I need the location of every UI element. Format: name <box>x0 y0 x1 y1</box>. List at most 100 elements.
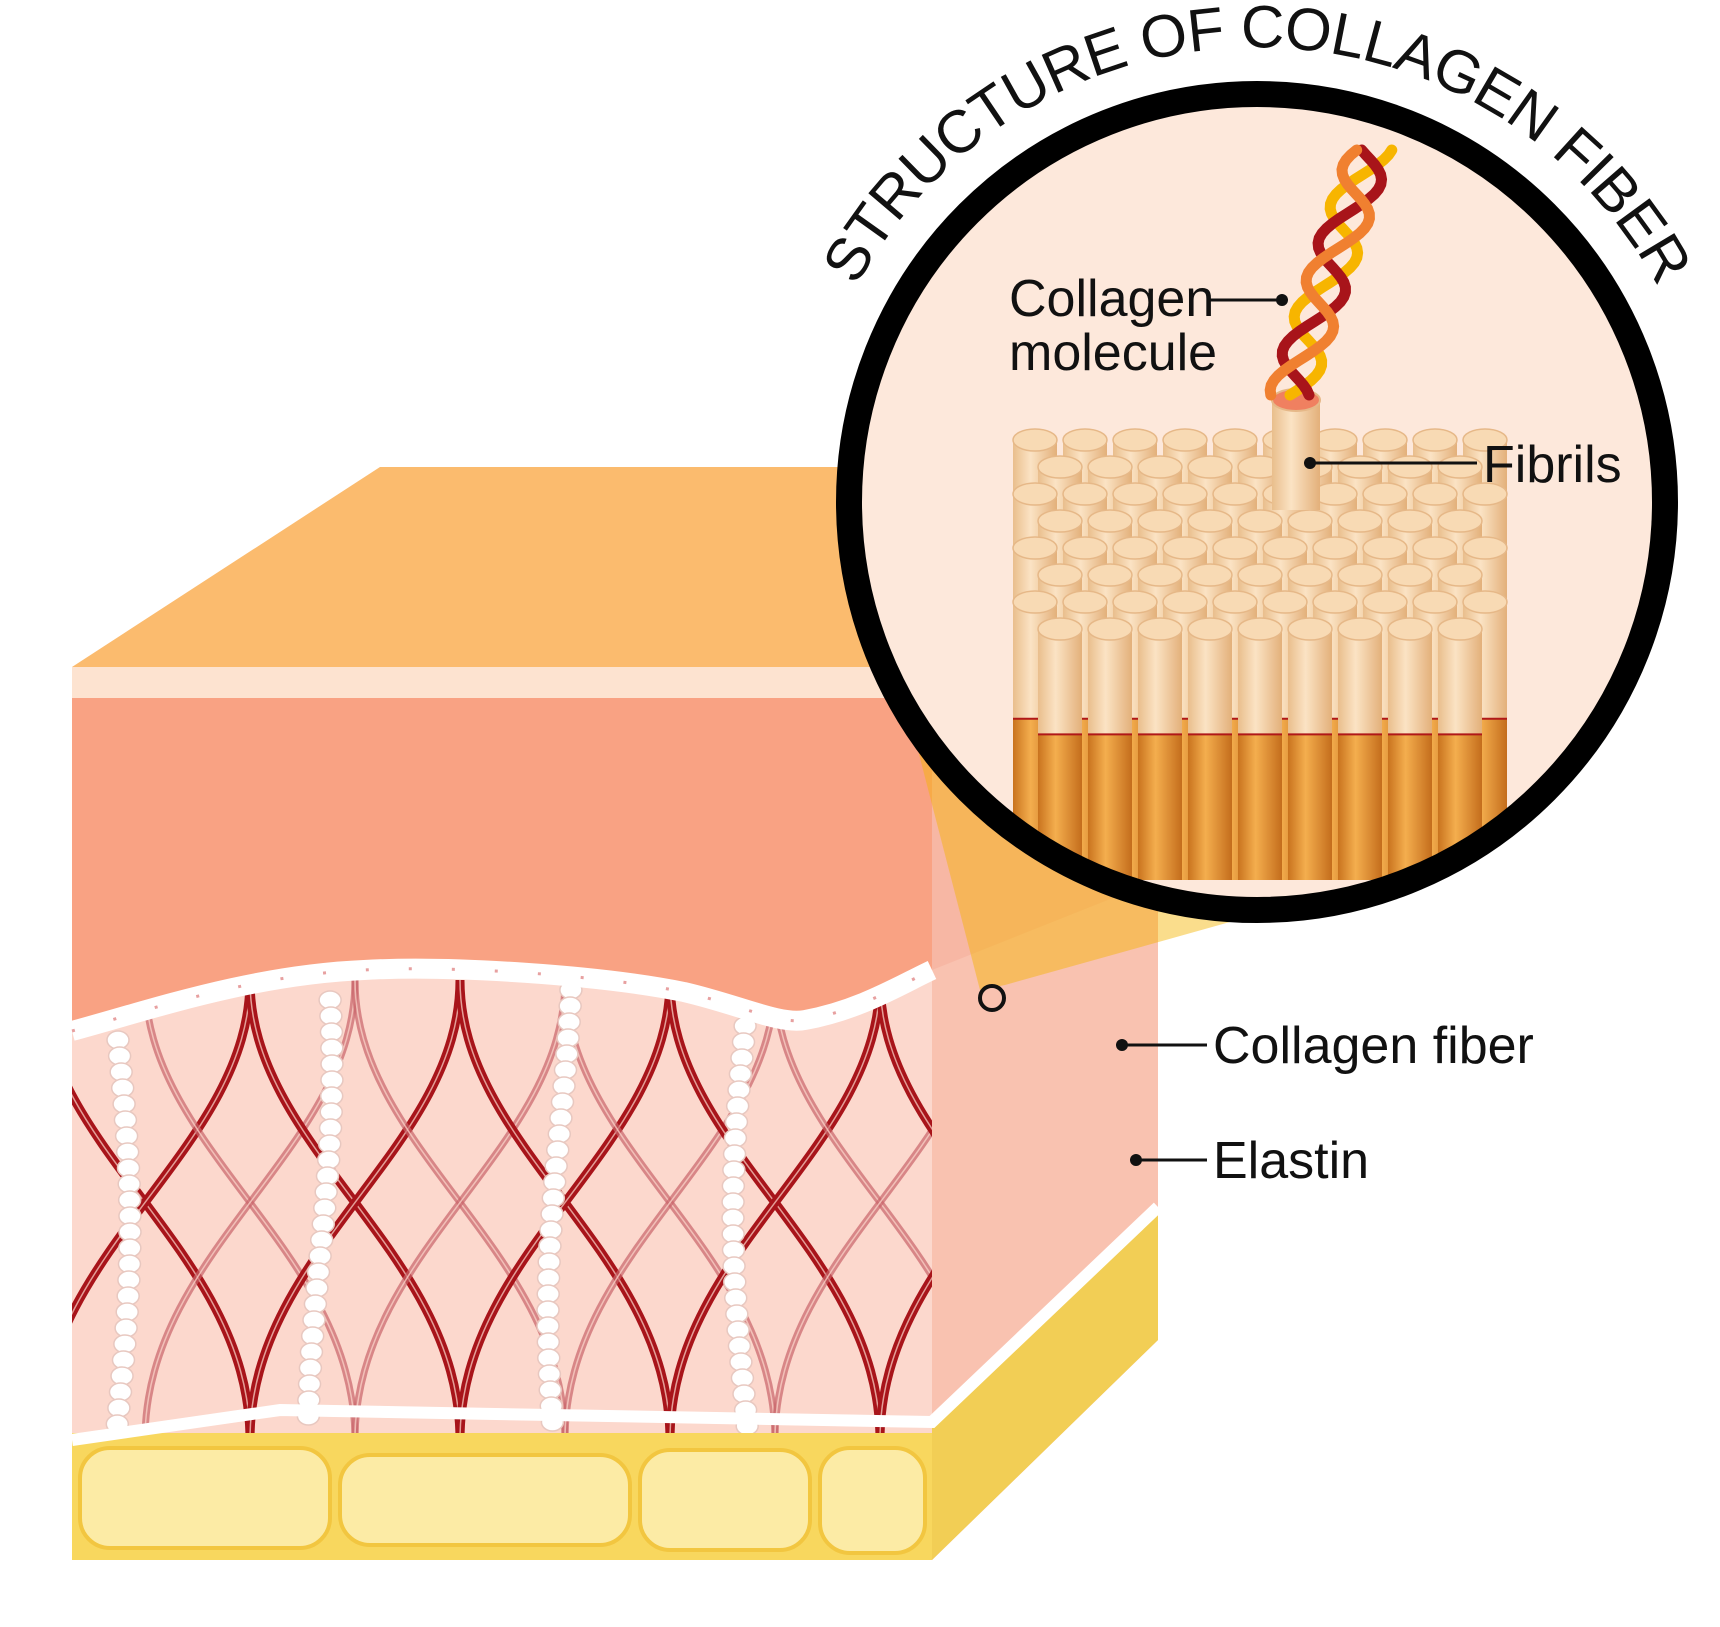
fibril-body <box>1288 629 1332 735</box>
elastin-bead <box>306 1262 331 1282</box>
collagen-fiber-highlight <box>879 979 932 1433</box>
fibril-top <box>1437 455 1483 479</box>
fibril-top <box>1262 536 1308 560</box>
elastin-bead <box>726 1320 750 1340</box>
fibril-top <box>1412 482 1458 506</box>
elastin-bead <box>108 1382 133 1402</box>
fibril-top <box>1237 563 1283 587</box>
fibril-top <box>1137 509 1183 533</box>
fibril-top <box>1162 482 1208 506</box>
elastin-bead <box>107 1046 132 1066</box>
fibril-top <box>1087 563 1133 587</box>
fibril-top <box>1137 455 1183 479</box>
fibril-top <box>1037 509 1083 533</box>
fat-cell <box>638 1448 812 1552</box>
label-elastin: Elastin <box>1130 1132 1369 1190</box>
elastin-bead <box>542 1172 567 1192</box>
fibril-bundle <box>1012 388 1508 880</box>
elastin-bead <box>730 1048 754 1068</box>
fibril-top <box>1237 509 1283 533</box>
collagen-fiber-highlight <box>879 979 932 1433</box>
fibril-top <box>1387 509 1433 533</box>
fibril <box>1337 617 1383 880</box>
elastin-bead <box>109 1062 133 1082</box>
fibril-top <box>1012 482 1058 506</box>
fibril-top <box>1337 563 1383 587</box>
fibril-top <box>1212 482 1258 506</box>
fibril-top <box>1212 536 1258 560</box>
fibril-top <box>1037 455 1083 479</box>
elastin-bead <box>547 1124 572 1144</box>
fibril-top <box>1062 428 1108 452</box>
fibril-top <box>1162 590 1208 614</box>
dermis <box>72 968 932 1433</box>
fibril-body-lower <box>1138 734 1182 880</box>
fibril-top <box>1437 509 1483 533</box>
fibril-top <box>1087 617 1133 641</box>
elastin-bead <box>541 1188 566 1208</box>
fat-cells <box>78 1446 927 1555</box>
dermis-bottom-membrane <box>71 1202 1163 1446</box>
fibril-top <box>1362 536 1408 560</box>
fibril-top <box>1187 563 1233 587</box>
fibril <box>1187 617 1233 880</box>
basement-membrane <box>69 958 937 1041</box>
elastin-bead <box>727 1336 752 1356</box>
fibril-top <box>1187 509 1233 533</box>
fibril-top <box>1212 590 1258 614</box>
fibril-body-lower <box>1388 734 1432 880</box>
elastin-bead <box>308 1246 332 1266</box>
molecule-strand <box>1284 144 1398 401</box>
elastin-bead <box>544 1156 568 1176</box>
elastin-bead <box>107 1398 131 1418</box>
fibril-body <box>1088 629 1132 735</box>
fibril-top <box>1337 455 1383 479</box>
elastin-bead <box>302 1310 326 1330</box>
side-fat-layer <box>932 1207 1158 1560</box>
elastin-bead <box>730 1368 755 1388</box>
elastin-bead <box>305 1278 329 1298</box>
fibril-top <box>1112 428 1158 452</box>
fibril-top <box>1362 428 1408 452</box>
elastin-bead <box>727 1080 751 1100</box>
elastin-bead <box>113 1334 137 1354</box>
fibril-top <box>1337 617 1383 641</box>
elastin-bead <box>731 1032 756 1052</box>
collagen-fiber-highlight <box>669 979 881 1433</box>
elastin-bead <box>545 1140 570 1160</box>
fibril <box>1137 617 1183 880</box>
label-collagen-fiber: Collagen fiber <box>1116 1017 1534 1075</box>
elastin-bead <box>732 1384 756 1404</box>
fibril-top <box>1287 509 1333 533</box>
collagen-fiber-highlight <box>354 979 566 1433</box>
elastin-bead <box>309 1230 334 1250</box>
elastin-bead <box>728 1064 753 1084</box>
fibril-top <box>1462 590 1508 614</box>
elastin-bead <box>552 1076 576 1096</box>
fibril-top <box>1387 563 1433 587</box>
molecule-strand <box>1276 144 1388 401</box>
fibril-top <box>1287 563 1333 587</box>
fibril-top <box>1287 617 1333 641</box>
fibril-top <box>1062 482 1108 506</box>
elastin-bead <box>550 1092 575 1112</box>
fat-cell <box>78 1446 332 1550</box>
fibril-body-lower <box>1238 734 1282 880</box>
fibril-top <box>1162 536 1208 560</box>
fibril-top <box>1387 455 1433 479</box>
fibril-top <box>1162 428 1208 452</box>
fibril-top <box>1112 536 1158 560</box>
fibril-top <box>1012 428 1058 452</box>
collagen-fiber-highlight <box>249 979 461 1433</box>
fibril-body-lower <box>1088 734 1132 880</box>
fibril-top <box>1137 563 1183 587</box>
fibril-top <box>1312 536 1358 560</box>
fibril-top <box>1012 536 1058 560</box>
magnifier-ring <box>836 81 1678 923</box>
fibril-top <box>1212 428 1258 452</box>
fibril-top <box>1362 590 1408 614</box>
fibril-top <box>1262 590 1308 614</box>
fibril-body <box>1438 629 1482 735</box>
fibril-top <box>1412 590 1458 614</box>
